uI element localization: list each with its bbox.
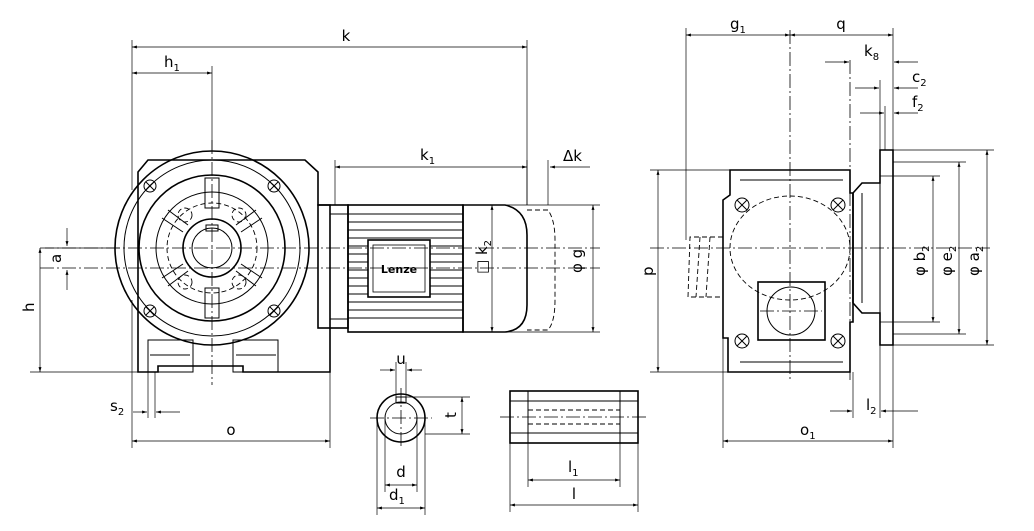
dim-p: p (639, 266, 657, 276)
dim-k8: k8 (864, 42, 879, 63)
dim-s2: s2 (110, 397, 124, 418)
side-housing-bolts (734, 197, 846, 349)
dim-d: d (396, 463, 406, 481)
front-view: Lenze (40, 140, 600, 385)
dim-k2: □ k2 (473, 240, 494, 274)
dim-g: φ g (568, 249, 586, 273)
dim-g1: g1 (730, 15, 746, 36)
flange-hidden-holes (177, 207, 247, 290)
front-view-dimensions: k h1 k1 Δk a h φ g □ k2 (20, 27, 600, 448)
housing-foot-left (147, 339, 194, 373)
motor-brake-hidden (527, 209, 556, 331)
dim-l: l (572, 485, 576, 503)
housing-bolts (143, 179, 281, 318)
dim-e2: φ e2 (938, 246, 959, 276)
housing-foot-right (232, 339, 279, 373)
shaft-section-view: u t d d1 (370, 350, 470, 515)
dim-h1: h1 (164, 53, 180, 74)
motor-adapter (317, 204, 349, 329)
motor-brand-label: Lenze (381, 263, 417, 276)
dim-l2: l2 (866, 396, 877, 417)
dim-q: q (836, 15, 846, 33)
dim-f2: f2 (912, 93, 924, 114)
dim-delta-k: Δk (563, 147, 582, 165)
side-view (650, 30, 990, 380)
dim-a: a (47, 254, 65, 263)
hollow-shaft-side-view: l1 l (500, 390, 648, 512)
dim-t: t (442, 412, 460, 418)
dim-d1: d1 (389, 486, 405, 507)
dim-a2: φ a2 (965, 246, 986, 276)
side-view-dimensions: g1 q k8 c2 f2 p φ b2 φ e2 (639, 15, 994, 448)
dim-h: h (20, 302, 38, 312)
dim-u: u (396, 350, 406, 368)
motor-nameplate (367, 239, 431, 298)
dim-b2: φ b2 (911, 245, 932, 276)
side-flange (852, 149, 894, 346)
dim-l1: l1 (568, 458, 579, 479)
dim-o1: o1 (800, 421, 816, 442)
dim-c2: c2 (912, 68, 927, 89)
dim-k1: k1 (420, 146, 435, 167)
dim-o: o (226, 421, 235, 439)
motor-fan-cover (462, 204, 528, 333)
dim-k: k (342, 27, 351, 45)
